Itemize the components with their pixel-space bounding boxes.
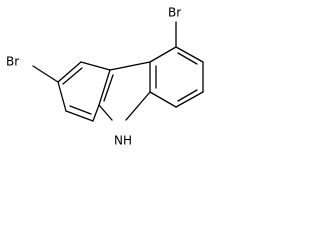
bond-c1-c9a	[149, 91, 177, 108]
hydrogen-label: H	[123, 134, 132, 148]
bond-c4b-c5	[80, 61, 111, 71]
bond-c8-c8a	[92, 104, 100, 122]
bond-c8a-c4b	[98, 69, 111, 106]
bromine-left-label: Br	[6, 55, 19, 69]
bond-lines	[32, 21, 204, 122]
bond-c9a-n	[125, 91, 151, 121]
bond-c6-c7	[57, 81, 67, 112]
atom-labels: Br Br N H	[6, 6, 181, 148]
carbazole-structure-diagram: Br Br N H	[6, 6, 204, 148]
double-bond-c2-c1	[177, 89, 198, 102]
double-bond-c5-c6	[62, 67, 83, 85]
bond-c4a-c4b	[109, 61, 151, 71]
double-bond-c4-c3	[177, 52, 198, 65]
bond-c7-c8	[65, 110, 94, 122]
nitrogen-label: N	[114, 134, 123, 148]
bond-c5-c6	[57, 61, 82, 83]
bond-c4-c3	[175, 46, 204, 63]
bond-c2-c1	[175, 91, 204, 108]
bond-c6-br	[32, 65, 59, 83]
bond-n-c8a	[98, 104, 113, 121]
bromine-top-label: Br	[168, 6, 181, 20]
double-bond-c7-c8	[69, 105, 92, 115]
double-bond-c8a-c4b	[103, 74, 114, 102]
bond-c4-c4a	[149, 46, 177, 63]
